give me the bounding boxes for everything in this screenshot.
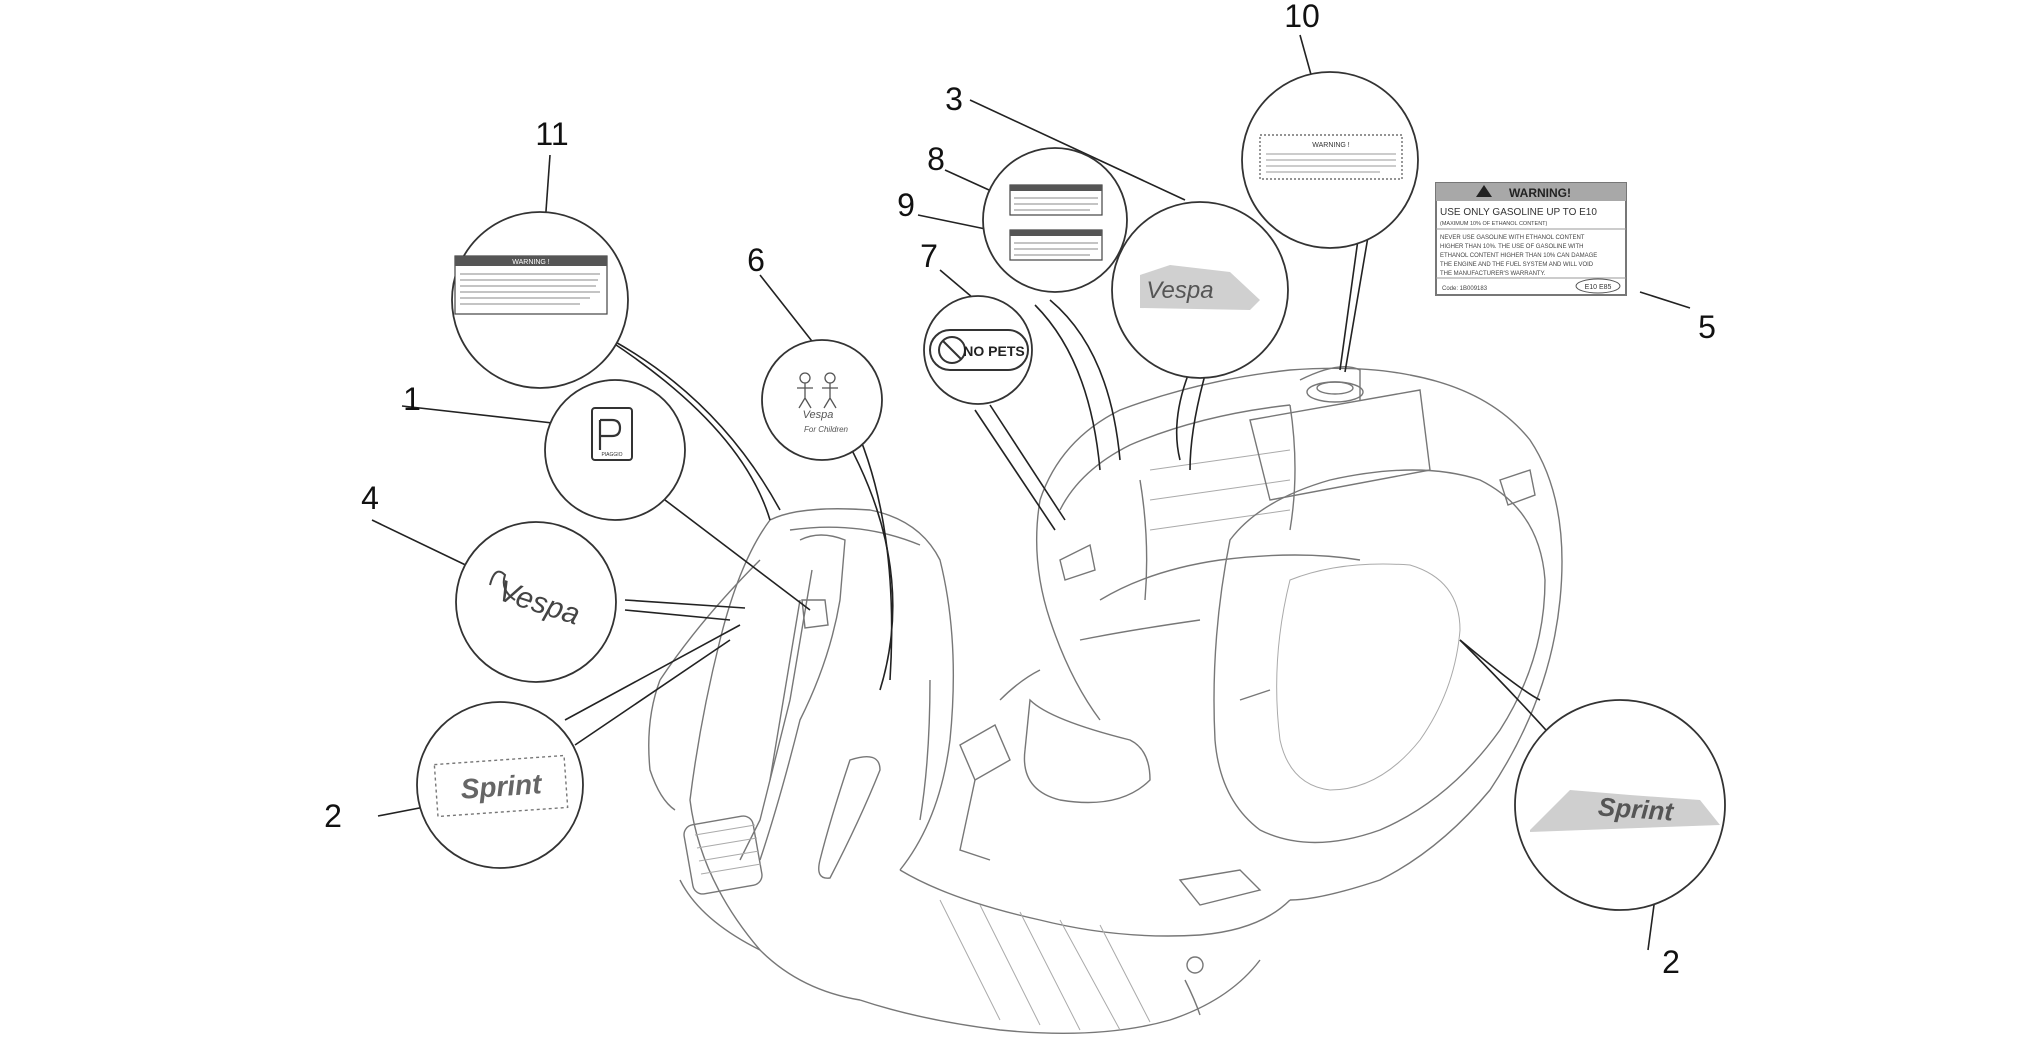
callout-circle-2-left: Sprint — [416, 701, 584, 869]
callout-numbers: 1 2 2 3 4 5 6 7 8 9 10 11 — [324, 0, 1716, 980]
callout-circle-4: Vespa — [455, 521, 617, 683]
callout-number-3: 3 — [945, 81, 963, 117]
callout-circle-8-9 — [982, 147, 1128, 293]
sprint-logo-right: Sprint — [1597, 791, 1675, 826]
decal-5-body-3: THE ENGINE AND THE FUEL SYSTEM AND WILL … — [1440, 262, 1594, 268]
decal-5-body-0: NEVER USE GASOLINE WITH ETHANOL CONTENT — [1440, 235, 1585, 241]
callout-circle-11: WARNING ! — [451, 211, 629, 389]
piaggio-brand-text: PIAGGIO — [601, 452, 622, 458]
decal-5-body-4: THE MANUFACTURER'S WARRANTY. — [1440, 271, 1546, 277]
decal-5-body-1: HIGHER THAN 10%. THE USE OF GASOLINE WIT… — [1440, 244, 1583, 250]
callout-number-11: 11 — [535, 116, 568, 152]
callout-number-9: 9 — [897, 187, 915, 223]
no-pets-icon — [938, 336, 966, 364]
decal-5-line2: (MAXIMUM 10% OF ETHANOL CONTENT) — [1440, 221, 1548, 227]
sprint-logo-left: Sprint — [460, 768, 545, 805]
vespa-logo-6: Vespa — [803, 409, 834, 421]
callout-number-2-left: 2 — [324, 798, 342, 834]
decal-10-heading: WARNING ! — [1312, 142, 1350, 149]
for-children-text: For Children — [804, 425, 849, 434]
decal-5-code: Code: 1B009183 — [1442, 286, 1488, 292]
decal-5-heading: WARNING! — [1509, 186, 1571, 200]
callout-number-4: 4 — [361, 480, 379, 516]
callout-circle-1: PIAGGIO — [544, 379, 686, 521]
callout-circle-7: NO PETS — [923, 295, 1033, 405]
callout-number-8: 8 — [927, 141, 945, 177]
callout-circle-2-right: Sprint — [1514, 699, 1726, 911]
callout-circle-10: WARNING ! — [1241, 71, 1419, 249]
callout-number-10: 10 — [1284, 0, 1320, 34]
callout-number-1: 1 — [403, 381, 421, 417]
callout-number-7: 7 — [920, 238, 938, 274]
decal-5-badge: E10 E85 — [1585, 284, 1612, 291]
children-icon — [797, 383, 813, 409]
warning-triangle-icon — [1476, 185, 1492, 197]
decal-5-line1: USE ONLY GASOLINE UP TO E10 — [1440, 207, 1597, 218]
vespa-logo-3: Vespa — [1146, 277, 1213, 304]
callout-number-2-right: 2 — [1662, 944, 1680, 980]
no-pets-text: NO PETS — [963, 343, 1024, 359]
callout-circle-3: Vespa — [1111, 201, 1289, 379]
scooter-body — [648, 365, 1563, 1035]
callout-number-5: 5 — [1698, 309, 1716, 345]
decal-11-heading: WARNING ! — [512, 259, 550, 266]
decal-5-fuel-warning: WARNING! USE ONLY GASOLINE UP TO E10 (MA… — [1435, 182, 1627, 296]
callout-circle-6: Vespa For Children — [761, 339, 883, 461]
callout-number-6: 6 — [747, 242, 765, 278]
decal-5-body-2: ETHANOL CONTENT HIGHER THAN 10% CAN DAMA… — [1440, 253, 1597, 259]
